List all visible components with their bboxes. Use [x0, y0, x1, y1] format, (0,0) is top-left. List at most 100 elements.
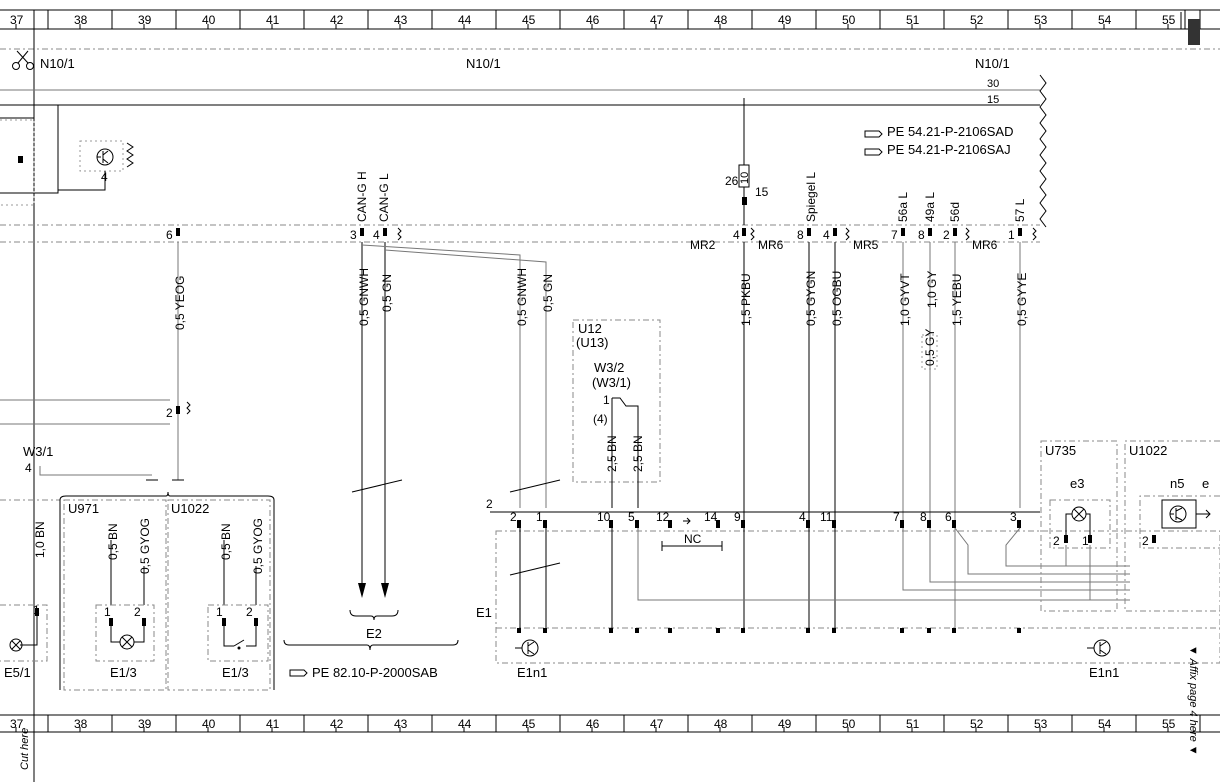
- svg-text:0,5 GNWH: 0,5 GNWH: [357, 268, 371, 326]
- svg-text:0,5 GYGN: 0,5 GYGN: [804, 271, 818, 326]
- grid-number: 55: [1162, 717, 1176, 731]
- fuse-26: 26 10 15: [725, 98, 769, 225]
- signal-can-l: CAN-G L: [377, 173, 391, 222]
- cut-here-note: Cut here: [19, 728, 31, 770]
- svg-text:1,5 PKBU: 1,5 PKBU: [739, 273, 753, 326]
- component-e1n1-left: E1n1: [517, 665, 547, 680]
- svg-text:(U13): (U13): [576, 335, 609, 350]
- bottom-grid-ruler: 373839404142434445464748495051525354555: [0, 714, 1220, 733]
- svg-text:0,5 BN: 0,5 BN: [106, 523, 120, 560]
- grid-number: 47: [650, 717, 664, 731]
- top-grid-ruler: 373839404142434445464748495051525354555: [0, 9, 1220, 30]
- affix-page-note: ▼ Affix page 4 here ▼: [1187, 645, 1199, 756]
- svg-text:1: 1: [1008, 228, 1015, 242]
- grid-number: 41: [266, 717, 280, 731]
- svg-text:0,5 OGBU: 0,5 OGBU: [830, 271, 844, 326]
- vertical-wires: [177, 242, 1021, 632]
- module-u1022: [167, 499, 271, 691]
- grid-number: 48: [714, 717, 728, 731]
- svg-text:1,5 YEBU: 1,5 YEBU: [950, 274, 964, 326]
- grid-number: 38: [74, 717, 88, 731]
- svg-text:1: 1: [603, 393, 610, 407]
- module-label-left: N10/1: [40, 56, 75, 71]
- connector-mr2: MR2: [690, 238, 716, 252]
- e1-pin-label: 10: [597, 510, 611, 524]
- grid-number: 45: [522, 13, 536, 27]
- grid-number: 39: [138, 13, 152, 27]
- svg-text:1,0 GYVT: 1,0 GYVT: [898, 273, 912, 326]
- grid-number: 47: [650, 13, 664, 27]
- grid-number: 49: [778, 717, 792, 731]
- grid-number: 50: [842, 13, 856, 27]
- pin-label: 2: [166, 406, 173, 420]
- svg-text:U12: U12: [578, 321, 602, 336]
- module-u1022-right: [1124, 440, 1220, 612]
- e1-pin: [543, 520, 547, 528]
- e1-pin: [900, 520, 904, 528]
- grid-number: 48: [714, 13, 728, 27]
- module-label-center: N10/1: [466, 56, 501, 71]
- signal-49a: 49a L: [923, 192, 937, 222]
- e1-pin-label: 4: [799, 510, 806, 524]
- svg-text:U735: U735: [1045, 443, 1076, 458]
- svg-text:1,0 GY: 1,0 GY: [925, 271, 939, 308]
- svg-text:1,0 BN: 1,0 BN: [33, 521, 47, 558]
- svg-text:U971: U971: [68, 501, 99, 516]
- module-u971: [63, 499, 167, 691]
- page-tab-icon: [1188, 19, 1200, 45]
- svg-text:2: 2: [246, 605, 253, 619]
- e1-pin: [832, 520, 836, 528]
- svg-text:2: 2: [486, 497, 493, 511]
- component-e2: E2: [366, 626, 382, 641]
- e1-pin-label: 2: [510, 510, 517, 524]
- grid-number: 40: [202, 717, 216, 731]
- svg-text:4: 4: [823, 228, 830, 242]
- svg-text:0,5 GYOG: 0,5 GYOG: [251, 518, 265, 574]
- module-e1: [495, 530, 1220, 664]
- signal-56d: 56d: [948, 202, 962, 222]
- connector-mr6-right: MR6: [972, 238, 998, 252]
- svg-text:8: 8: [918, 228, 925, 242]
- break-squiggle-right: [1039, 74, 1047, 228]
- e1-pin: [741, 520, 745, 528]
- svg-text:NC: NC: [684, 532, 702, 546]
- grid-number: 54: [1098, 13, 1112, 27]
- e1-pin-label: 9: [734, 510, 741, 524]
- e1-pin-label: 14: [704, 510, 718, 524]
- module-bracket: [59, 491, 275, 690]
- component-w3-2: W3/2: [594, 360, 624, 375]
- grid-number: 43: [394, 13, 408, 27]
- svg-text:U1022: U1022: [1129, 443, 1167, 458]
- grid-number: 52: [970, 13, 984, 27]
- svg-text:0,5 YEOG: 0,5 YEOG: [173, 276, 187, 330]
- connector-mr5: MR5: [853, 238, 879, 252]
- grid-number: 38: [74, 13, 88, 27]
- svg-text:26: 26: [725, 174, 739, 188]
- svg-text:0,5 GN: 0,5 GN: [380, 274, 394, 312]
- reference-pe-54-21-sad: PE 54.21-P-2106SAD: [887, 124, 1013, 139]
- svg-text:(W3/1): (W3/1): [592, 375, 631, 390]
- grid-number: 54: [1098, 717, 1112, 731]
- grid-number: 42: [330, 13, 344, 27]
- grid-number: 46: [586, 13, 600, 27]
- module-label-right: N10/1: [975, 56, 1010, 71]
- e1-pin-label: 7: [893, 510, 900, 524]
- can-arrows: [349, 479, 561, 621]
- grid-number: 55: [1162, 13, 1176, 27]
- lamp-e5-1: 1: [0, 603, 48, 662]
- svg-text:0,5 GNWH: 0,5 GNWH: [515, 268, 529, 326]
- svg-text:e: e: [1202, 476, 1209, 491]
- pin-label: 4: [25, 461, 32, 475]
- component-e1-3: E1/3: [110, 665, 137, 680]
- supply-label-30: 30: [987, 78, 999, 90]
- connector-squiggles: [397, 227, 1037, 241]
- signal-can-h: CAN-G H: [355, 171, 369, 222]
- transistor-e1n1-right: [1087, 639, 1111, 657]
- grid-number: 49: [778, 13, 792, 27]
- grid-number: 51: [906, 717, 920, 731]
- component-e1-3-b: E1/3: [222, 665, 249, 680]
- transistor-box: [79, 140, 124, 172]
- grid-number: 51: [906, 13, 920, 27]
- e1-pin: [668, 520, 672, 528]
